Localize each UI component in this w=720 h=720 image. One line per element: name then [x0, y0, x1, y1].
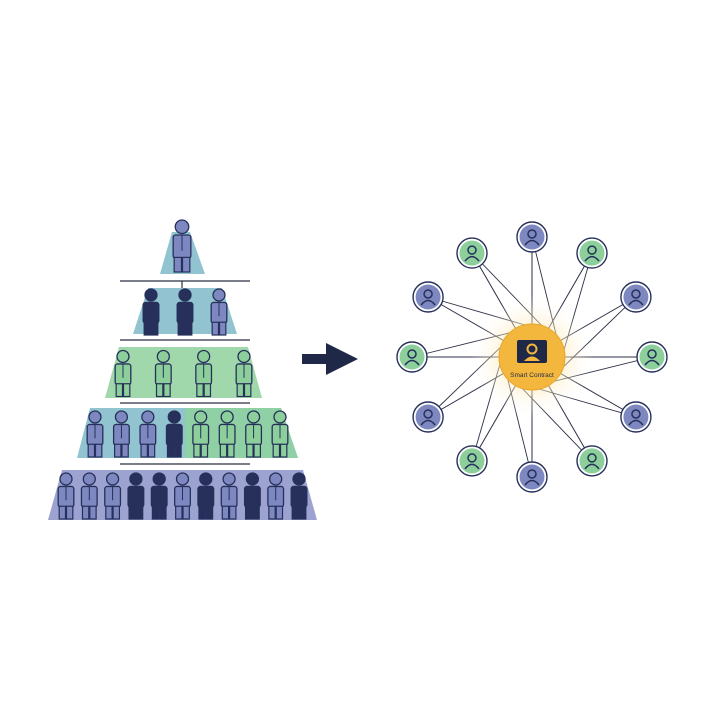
pyramid-tier: [160, 219, 205, 274]
network-node: [576, 445, 608, 477]
person-icon: [172, 219, 192, 273]
user-avatar-icon: [404, 349, 420, 366]
person-icon: [150, 472, 168, 520]
person-icon: [154, 349, 172, 398]
network-nodes: [396, 221, 668, 493]
person-icon: [195, 349, 213, 398]
user-avatar-icon: [464, 453, 480, 470]
network-node: [412, 281, 444, 313]
person-icon: [139, 410, 157, 458]
user-avatar-icon: [584, 245, 600, 262]
pyramid-tier: [133, 288, 237, 336]
tier-band: [105, 347, 262, 398]
user-avatar-icon: [524, 229, 540, 246]
right-arrow-icon: [302, 343, 358, 375]
person-icon: [165, 410, 183, 458]
pyramid-tier: [77, 408, 298, 458]
user-avatar-icon: [644, 349, 660, 366]
user-avatar-icon: [584, 453, 600, 470]
network-node: [456, 445, 488, 477]
user-avatar-icon: [524, 469, 540, 486]
person-icon: [142, 288, 160, 336]
person-icon: [114, 349, 132, 398]
network-node: [576, 237, 608, 269]
user-avatar-icon: [420, 289, 436, 306]
smart-contract-label: Smart Contract: [510, 372, 554, 379]
network-node: [620, 281, 652, 313]
screen-user-icon: [517, 340, 547, 363]
pyramid-tier: [105, 347, 262, 398]
pyramid-tier: [48, 470, 317, 520]
person-icon: [243, 472, 261, 520]
network-node: [456, 237, 488, 269]
person-icon: [80, 472, 98, 520]
network-node: [396, 341, 428, 373]
person-icon: [57, 472, 75, 520]
user-avatar-icon: [420, 409, 436, 426]
user-avatar-icon: [628, 289, 644, 306]
person-icon: [192, 410, 210, 458]
person-icon: [245, 410, 263, 458]
decentralized-network: Smart Contract: [396, 221, 668, 493]
person-icon: [104, 472, 122, 520]
person-icon: [267, 472, 285, 520]
person-icon: [220, 472, 238, 520]
network-node: [516, 221, 548, 253]
network-node: [412, 401, 444, 433]
person-icon: [290, 472, 308, 520]
network-node: [636, 341, 668, 373]
person-icon: [271, 410, 289, 458]
person-icon: [210, 288, 228, 336]
network-node: [620, 401, 652, 433]
user-avatar-icon: [464, 245, 480, 262]
person-icon: [174, 472, 191, 520]
person-icon: [197, 472, 215, 520]
hierarchy-pyramid: [48, 219, 317, 520]
person-icon: [235, 349, 253, 398]
person-icon: [127, 472, 145, 520]
person-icon: [86, 410, 104, 458]
user-avatar-icon: [628, 409, 644, 426]
person-icon: [176, 288, 194, 336]
person-icon: [112, 410, 130, 458]
tier-band-green: [185, 408, 298, 458]
network-node: [516, 461, 548, 493]
person-icon: [218, 410, 236, 458]
